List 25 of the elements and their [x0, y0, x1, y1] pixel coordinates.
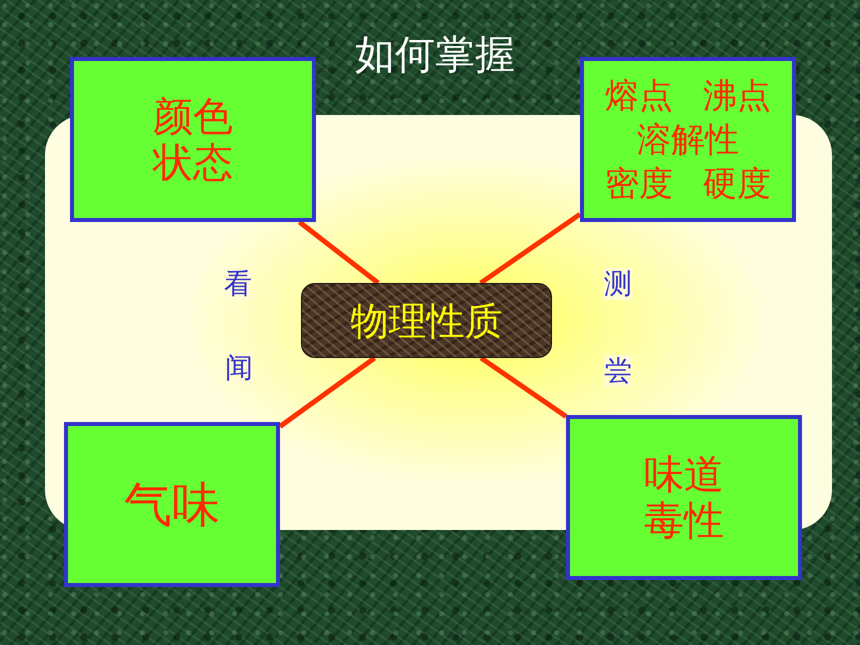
- property-box: [580, 57, 796, 222]
- property-text: 气味: [124, 476, 220, 532]
- property-box: [64, 422, 280, 587]
- connector-line: [298, 220, 380, 285]
- property-text: 硬度: [703, 162, 771, 206]
- node-title: 物理性质: [350, 298, 502, 344]
- edge-label: 测: [604, 268, 632, 300]
- connector-line: [278, 356, 376, 428]
- property-box: [70, 57, 316, 222]
- central-topic-box: [301, 283, 552, 358]
- property-box: [566, 415, 802, 580]
- property-text: 颜色: [152, 94, 234, 140]
- property-text: 沸点: [703, 74, 771, 118]
- property-text: 状态: [151, 140, 234, 186]
- property-text: 熔点: [605, 74, 673, 118]
- title: 如何掌握: [354, 31, 516, 80]
- property-text: 溶解性: [637, 118, 739, 162]
- edge-label: 尝: [604, 355, 632, 387]
- property-text: 密度: [605, 162, 673, 206]
- edge-label: 看: [224, 268, 252, 300]
- edge-label: 闻: [225, 352, 253, 384]
- connector-line: [480, 356, 568, 418]
- property-text: 味道: [643, 452, 725, 498]
- connector-line: [479, 212, 582, 286]
- property-text: 毒性: [643, 498, 725, 544]
